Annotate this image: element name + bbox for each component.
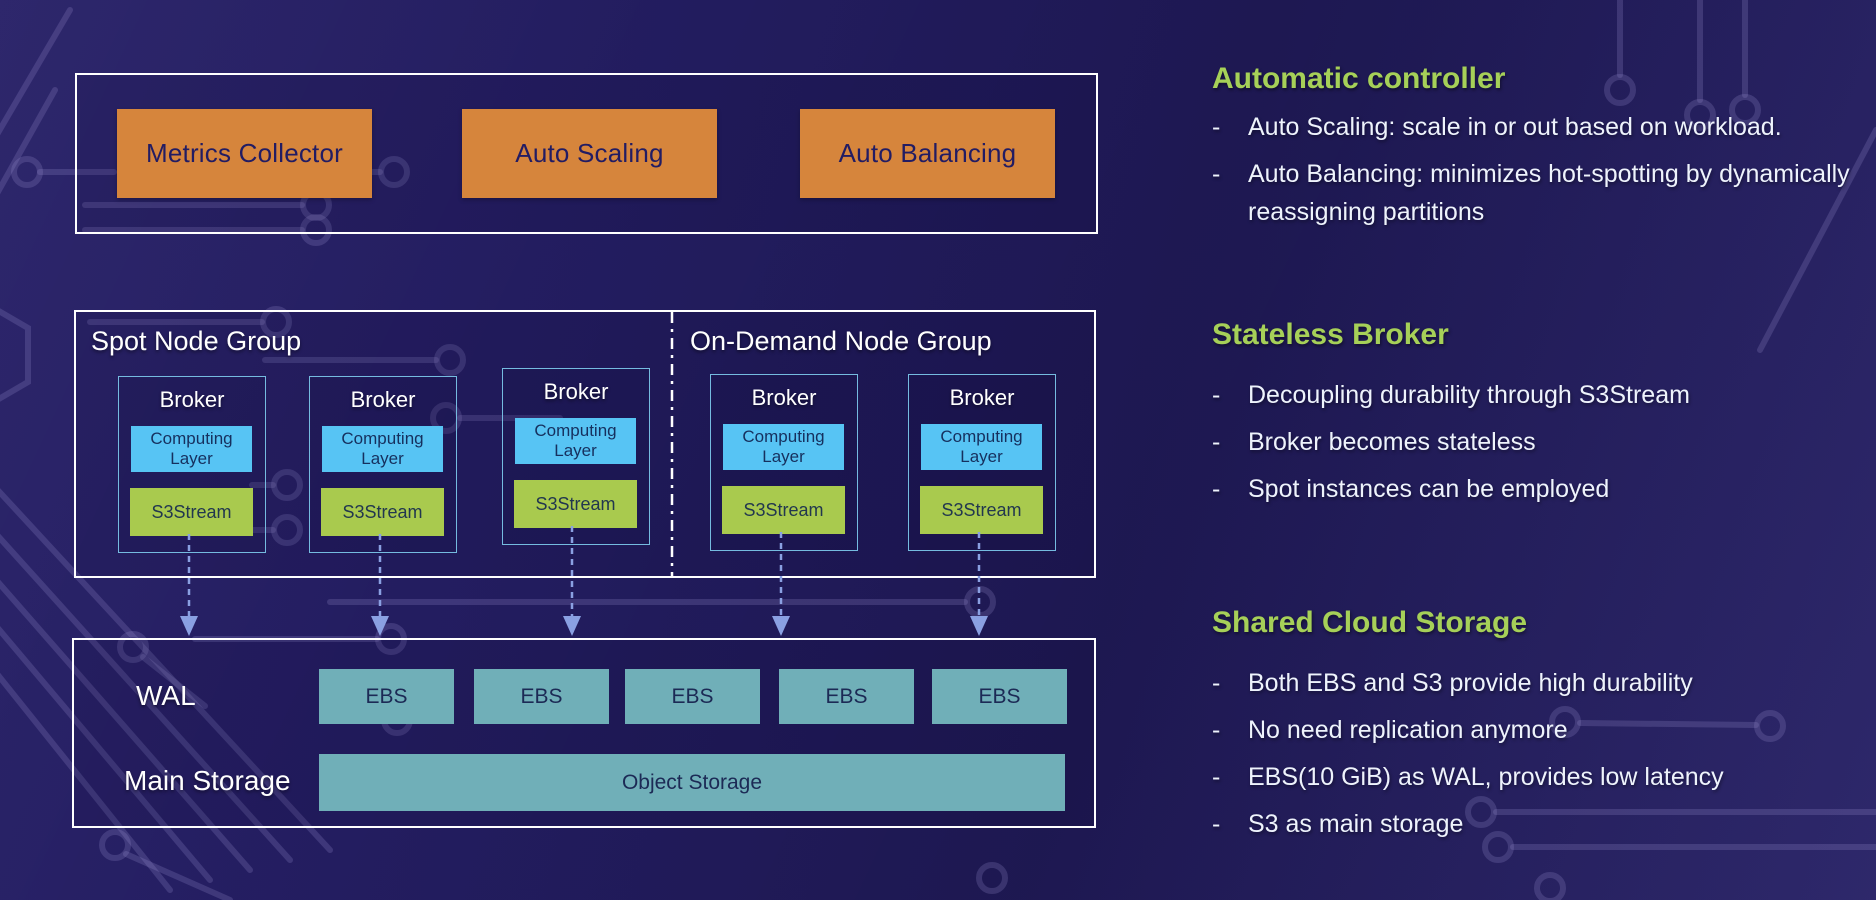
note-section-stateless-broker: Stateless Broker - Decoupling durability… <box>1212 318 1872 517</box>
on-demand-node-group-label: On-Demand Node Group <box>690 326 992 356</box>
s3stream-box: S3Stream <box>722 486 845 534</box>
computing-layer-box: Computing Layer <box>921 424 1042 470</box>
auto-balancing-box: Auto Balancing <box>800 109 1055 198</box>
auto-scaling-box: Auto Scaling <box>462 109 717 198</box>
note-bullet: - EBS(10 GiB) as WAL, provides low laten… <box>1212 763 1724 791</box>
shared-storage-panel: WAL EBS EBS EBS EBS EBS Main Storage Obj… <box>72 638 1096 828</box>
note-bullet: - S3 as main storage <box>1212 810 1464 838</box>
note-bullet: - Broker becomes stateless <box>1212 428 1536 456</box>
ebs-box: EBS <box>779 669 914 724</box>
note-bullet: - Auto Scaling: scale in or out based on… <box>1212 113 1782 141</box>
computing-layer-box: Computing Layer <box>515 418 636 464</box>
node-group-panel: Spot Node Group On-Demand Node Group Bro… <box>74 310 1096 578</box>
object-storage-box: Object Storage <box>319 754 1065 811</box>
s3stream-box: S3Stream <box>514 480 637 528</box>
s3stream-box: S3Stream <box>321 488 444 536</box>
broker-title: Broker <box>543 379 609 404</box>
note-heading: Stateless Broker <box>1212 318 1449 351</box>
note-bullet: - Auto Balancing: minimizes hot-spotting… <box>1212 160 1850 226</box>
broker-node: Broker Computing Layer S3Stream <box>309 376 457 553</box>
computing-layer-box: Computing Layer <box>322 426 443 472</box>
ebs-box: EBS <box>474 669 609 724</box>
note-bullet: - Spot instances can be employed <box>1212 475 1610 503</box>
computing-layer-box: Computing Layer <box>723 424 844 470</box>
spot-node-group-label: Spot Node Group <box>91 326 302 356</box>
broker-title: Broker <box>751 385 817 410</box>
note-section-shared-cloud-storage: Shared Cloud Storage - Both EBS and S3 p… <box>1212 606 1872 852</box>
s3stream-box: S3Stream <box>920 486 1043 534</box>
note-section-automatic-controller: Automatic controller - Auto Scaling: sca… <box>1212 62 1872 240</box>
note-bullet: - Both EBS and S3 provide high durabilit… <box>1212 669 1693 697</box>
note-heading: Automatic controller <box>1212 62 1506 95</box>
metrics-collector-box: Metrics Collector <box>117 109 372 198</box>
main-storage-row-label: Main Storage <box>124 765 291 796</box>
ebs-box: EBS <box>932 669 1067 724</box>
wal-row-label: WAL <box>136 680 196 711</box>
ebs-box: EBS <box>319 669 454 724</box>
broker-title: Broker <box>159 387 225 412</box>
broker-node: Broker Computing Layer S3Stream <box>502 368 650 545</box>
note-bullet: - No need replication anymore <box>1212 716 1568 744</box>
broker-title: Broker <box>350 387 416 412</box>
s3stream-box: S3Stream <box>130 488 253 536</box>
note-heading: Shared Cloud Storage <box>1212 606 1528 639</box>
broker-node: Broker Computing Layer S3Stream <box>710 374 858 551</box>
computing-layer-box: Computing Layer <box>131 426 252 472</box>
broker-title: Broker <box>949 385 1015 410</box>
broker-node: Broker Computing Layer S3Stream <box>118 376 266 553</box>
broker-node: Broker Computing Layer S3Stream <box>908 374 1056 551</box>
ebs-box: EBS <box>625 669 760 724</box>
automatic-controller-panel: Metrics Collector Auto Scaling Auto Bala… <box>75 73 1098 234</box>
note-bullet: - Decoupling durability through S3Stream <box>1212 381 1690 409</box>
